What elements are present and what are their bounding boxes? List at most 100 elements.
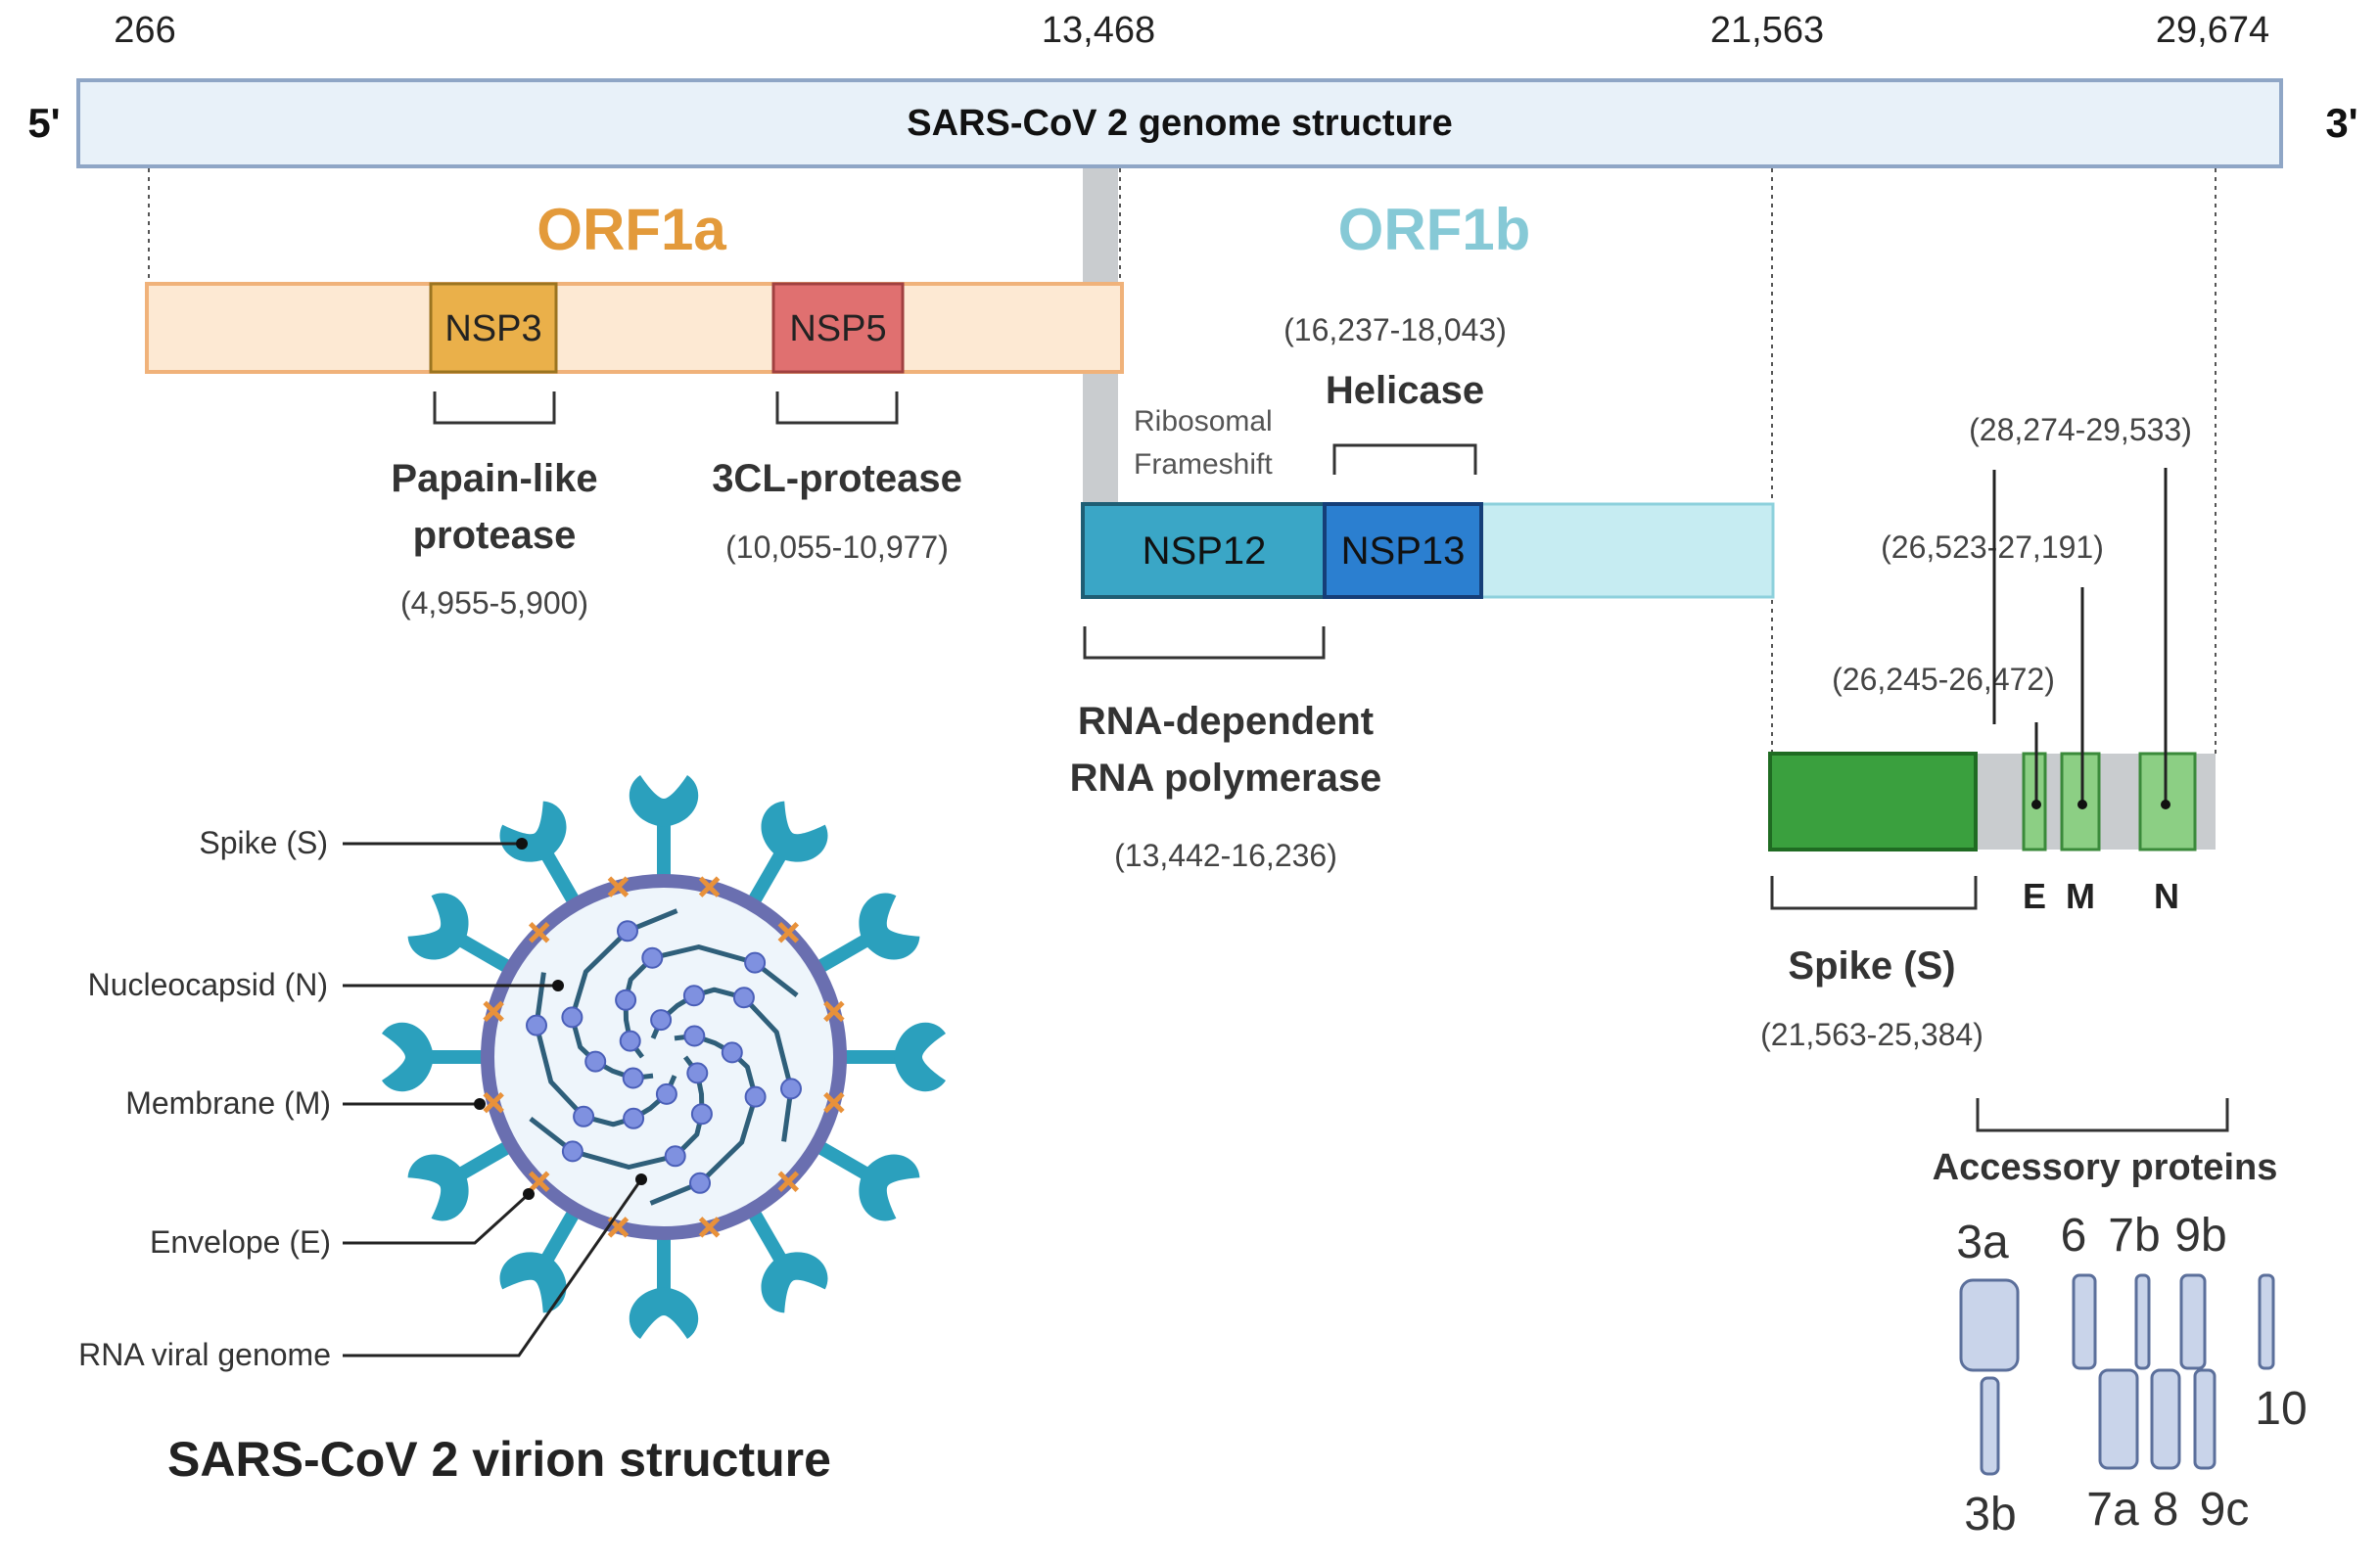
spike-stalk <box>538 1206 583 1266</box>
nucleocapsid-protein <box>721 1041 743 1064</box>
rdrp-label-line1: RNA-dependent <box>1078 700 1374 743</box>
spike-protein <box>407 1138 515 1221</box>
helicase-range: (16,237-18,043) <box>1283 312 1507 347</box>
spike-range: (21,563-25,384) <box>1760 1017 1983 1052</box>
accessory-8-shape <box>2150 1368 2181 1470</box>
accessory-10-label: 10 <box>2255 1383 2307 1435</box>
envelope-protein <box>823 1091 845 1114</box>
nucleocapsid-protein <box>682 985 705 1007</box>
frameshift-label-line1: Ribosomal <box>1134 405 1273 437</box>
envelope-protein <box>528 1171 550 1193</box>
envelope-protein <box>698 876 721 897</box>
spike-protein <box>629 775 699 881</box>
accessory-3a-label: 3a <box>1956 1217 2009 1268</box>
envelope-protein <box>823 1000 845 1023</box>
e-pointer-dot <box>2031 800 2041 809</box>
helicase-label: Helicase <box>1326 369 1484 412</box>
n-pointer-dot <box>2161 800 2170 809</box>
spike-stalk <box>454 932 515 976</box>
genome-positions: 266 13,468 21,563 29,674 <box>114 10 2269 51</box>
e-range: (26,245-26,472) <box>1832 662 2055 697</box>
accessory-7b-shape <box>2134 1273 2151 1370</box>
accessory-10-shape <box>2258 1273 2275 1370</box>
nucleocapsid-protein <box>683 1025 706 1047</box>
leader-dot-spike <box>516 838 528 850</box>
rdrp-bracket <box>1083 626 1326 660</box>
spike-protein <box>813 1138 920 1221</box>
nsp3-label: NSP3 <box>444 308 541 349</box>
spike-protein <box>840 1022 946 1092</box>
spike-stalk <box>813 932 873 976</box>
leader-dot-envelope <box>523 1188 535 1200</box>
spike-stalk <box>813 1138 873 1182</box>
leader-dot-rna <box>635 1173 647 1185</box>
accessory-9b-shape <box>2179 1273 2207 1370</box>
nucleocapsid-protein <box>744 1085 767 1108</box>
accessory-7b-label: 7b <box>2108 1210 2160 1262</box>
accessory-8-label: 8 <box>2153 1484 2179 1536</box>
virion-rna <box>526 908 802 1206</box>
nsp5-label: NSP5 <box>789 308 886 349</box>
nucleocapsid-protein <box>619 1030 641 1052</box>
nsp3-box <box>429 282 558 374</box>
leader-dots <box>474 838 647 1200</box>
papain-label-line2: protease <box>413 514 577 557</box>
accessory-3b-shape <box>1980 1376 2000 1476</box>
envelope-protein <box>528 921 550 943</box>
accessory-3b-label: 3b <box>1964 1489 2016 1541</box>
spike-stalk <box>454 1138 515 1182</box>
envelope-protein <box>777 1171 800 1193</box>
position-29674: 29,674 <box>2156 10 2269 51</box>
orf1b-label: ORF1b <box>1338 197 1531 262</box>
spike-protein <box>499 1206 583 1313</box>
spike-head <box>859 1154 920 1221</box>
position-266: 266 <box>114 10 175 51</box>
nucleocapsid-protein <box>744 951 767 974</box>
nucleocapsid-protein <box>686 1062 709 1084</box>
virion-labels: Spike (S) Nucleocapsid (N) Membrane (M) … <box>78 825 331 1372</box>
nsp5-box <box>771 282 905 374</box>
n-range: (28,274-29,533) <box>1969 412 2192 447</box>
rdrp-label-line2: RNA polymerase <box>1070 757 1382 800</box>
genome-title: SARS-CoV 2 genome structure <box>907 103 1452 144</box>
cl3-label: 3CL-protease <box>712 457 962 500</box>
accessory-6-shape <box>2072 1273 2097 1370</box>
nsp13-box <box>1323 502 1483 599</box>
accessory-3a-shape <box>1959 1278 2020 1372</box>
papain-bracket <box>433 391 556 425</box>
accessory-9c-shape <box>2193 1368 2217 1470</box>
spike-protein <box>382 1022 488 1092</box>
spike-stalk <box>657 1233 671 1294</box>
spike-stalk <box>427 1050 488 1064</box>
envelope-protein <box>607 876 630 897</box>
spike-protein <box>745 1206 828 1313</box>
virion-nucleocapsid-label: Nucleocapsid (N) <box>88 967 328 1002</box>
cl3-bracket <box>775 391 899 425</box>
spike-head <box>761 801 828 862</box>
accessory-6-label: 6 <box>2061 1210 2087 1262</box>
position-13468: 13,468 <box>1042 10 1155 51</box>
nucleocapsid-protein <box>623 1107 645 1129</box>
orf1a-label: ORF1a <box>537 197 726 262</box>
spike-protein <box>745 801 828 908</box>
nucleocapsid-protein <box>622 1067 644 1089</box>
nucleocapsid-protein <box>650 1009 673 1032</box>
accessory-7a-shape <box>2098 1368 2139 1470</box>
accessory-shapes <box>1959 1273 2275 1476</box>
nucleocapsid-protein <box>617 920 638 943</box>
virion-spike-label: Spike (S) <box>199 825 328 860</box>
leader-dot-nucleocapsid <box>552 980 564 991</box>
helicase-bracket <box>1332 443 1477 475</box>
virion-rna-label: RNA viral genome <box>78 1337 331 1372</box>
nucleocapsid-protein <box>584 1050 607 1073</box>
leader-dot-membrane <box>474 1098 486 1110</box>
guide-lines <box>148 168 2217 754</box>
nsp12-label: NSP12 <box>1143 529 1267 573</box>
accessory-bracket <box>1976 1098 2229 1132</box>
nucleocapsid-protein <box>573 1105 595 1127</box>
papain-range: (4,955-5,900) <box>400 585 588 621</box>
spike-head <box>382 1022 434 1092</box>
nucleocapsid-protein <box>641 946 664 969</box>
nucleocapsid-protein <box>655 1082 677 1105</box>
